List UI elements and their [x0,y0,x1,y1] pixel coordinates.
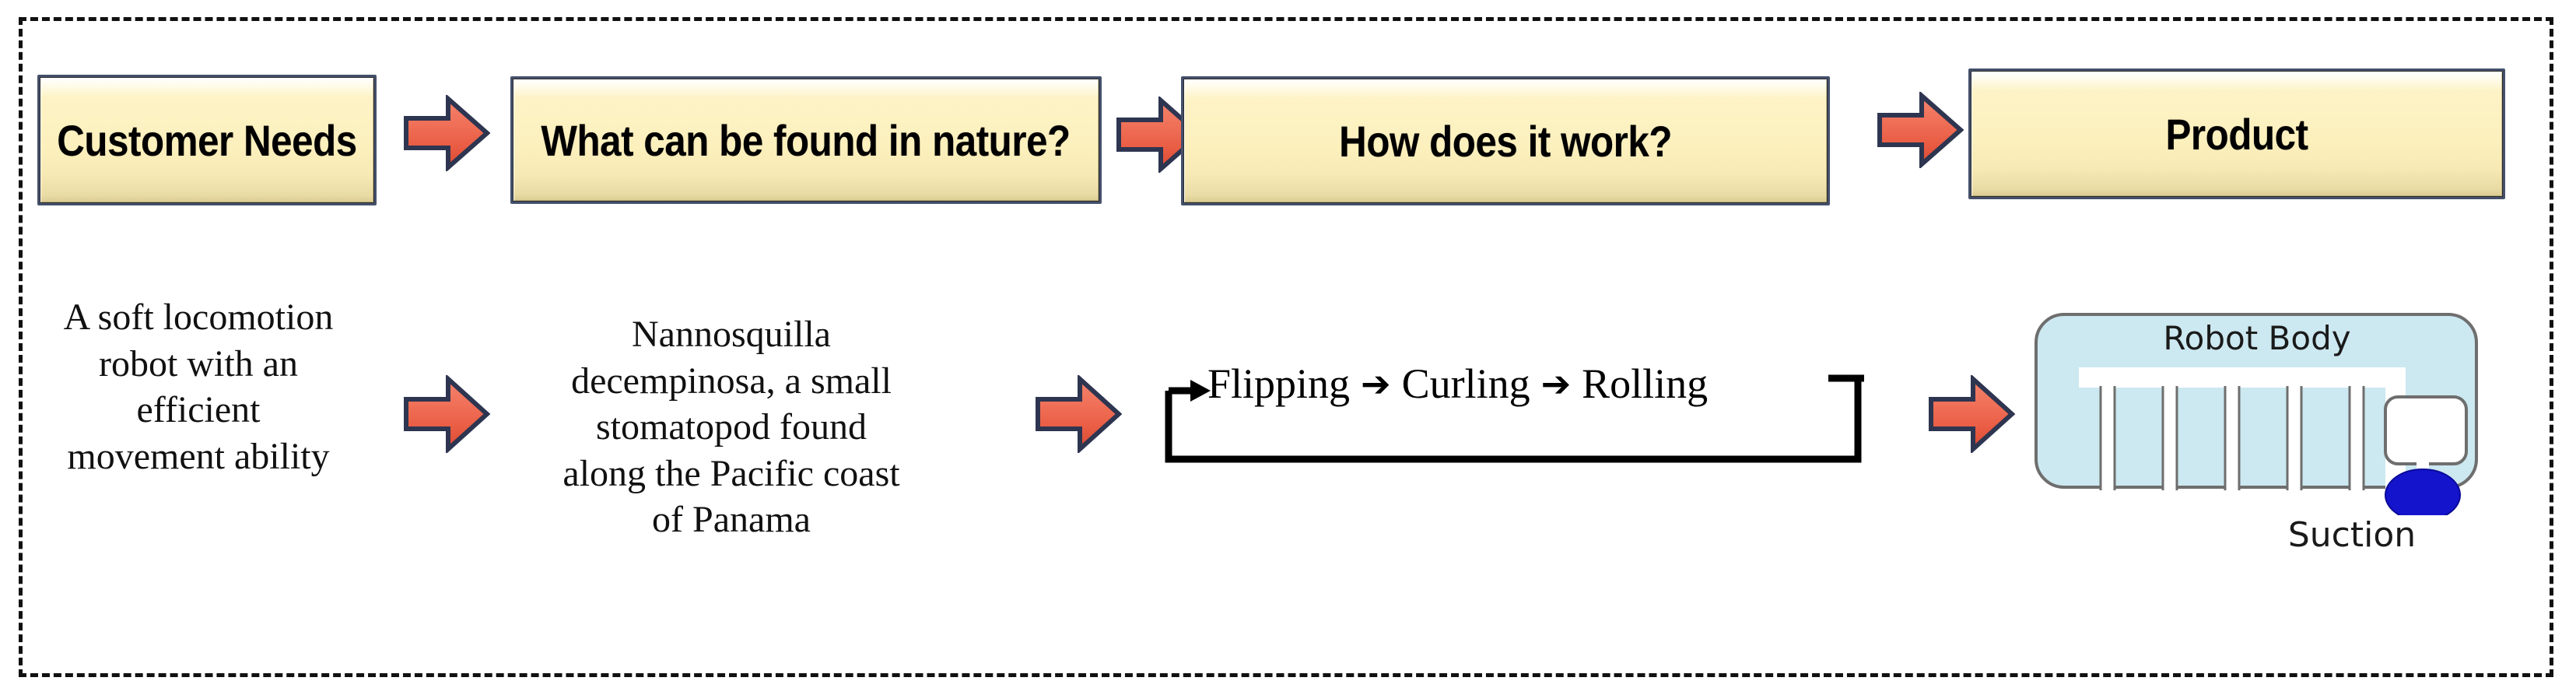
diagram-dashed-frame [19,17,2553,677]
locomotion-cycle: Flipping ➔ Curling ➔ Rolling [1159,360,1898,487]
process-box-label: Customer Needs [57,115,357,165]
cycle-step-flipping: Flipping [1207,360,1351,407]
right-arrow-icon [1035,375,1122,453]
suction-cavity-shape [2384,395,2468,465]
suction-cup-shape [2385,469,2461,515]
process-box-label: What can be found in nature? [541,115,1071,165]
right-arrow-icon [1877,92,1964,168]
right-arrow-icon [1928,375,2015,453]
example-text-nature: Nannosquilla decempinosa, a small stomat… [563,314,900,541]
suction-label: Suction [2287,515,2417,555]
right-arrow-icon [403,375,490,453]
example-text-customer-needs: A soft locomotion robot with an efficien… [63,297,334,477]
robot-illustration: Robot Body Suction [2034,311,2480,560]
right-arrow-icon [1116,97,1203,173]
cycle-step-rolling: Rolling [1582,360,1709,407]
process-box-label: Product [2165,109,2308,159]
process-box-how-it-works[interactable]: How does it work? [1181,76,1830,205]
robot-body-diagram [2035,313,2478,515]
process-box-product[interactable]: Product [1968,68,2505,199]
cycle-loop-path [1165,374,1864,463]
cycle-step-curling: Curling [1401,360,1530,407]
cycle-step-arrow-icon: ➔ [1540,363,1572,405]
process-box-customer-needs[interactable]: Customer Needs [37,75,377,205]
cycle-steps: Flipping ➔ Curling ➔ Rolling [1207,360,1853,408]
process-box-nature[interactable]: What can be found in nature? [510,76,1102,204]
channel-outline [2099,386,2365,490]
process-box-label: How does it work? [1339,116,1672,166]
cycle-step-arrow-icon: ➔ [1361,363,1391,405]
robot-body-shape [2035,313,2478,489]
right-arrow-icon [403,95,490,171]
